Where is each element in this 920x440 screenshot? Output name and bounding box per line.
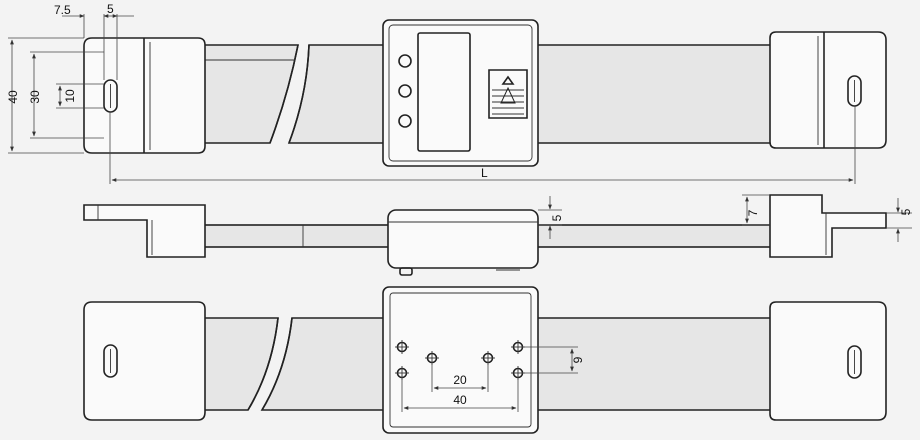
- display-head: [382, 19, 539, 167]
- left-end-cap-side: [83, 204, 206, 258]
- break-line-left: [269, 44, 299, 144]
- dimension-label-5-head: 5: [550, 214, 564, 221]
- button-icon: [398, 84, 412, 98]
- bottom-view: 9 20 40: [83, 286, 887, 434]
- battery-cover: [488, 69, 528, 119]
- button-icon: [398, 114, 412, 128]
- left-end-cap-bottom: [83, 301, 206, 421]
- dimension-label-5: 5: [107, 2, 114, 16]
- side-view: 5 7 5: [83, 194, 913, 276]
- display-head-side: [387, 209, 539, 276]
- lcd-display: [417, 32, 471, 152]
- dimension-label-40: 40: [6, 90, 20, 104]
- mounting-slot: [847, 345, 862, 379]
- dimension-label-length: L: [481, 166, 488, 180]
- dimension-label-10: 10: [63, 89, 77, 103]
- dimension-label-9: 9: [571, 356, 585, 363]
- mounting-slot: [847, 75, 862, 107]
- button-icon: [398, 54, 412, 68]
- mounting-slot: [103, 79, 118, 113]
- scale-bar-bottom-left: [199, 317, 279, 411]
- break-line-left: [247, 317, 279, 411]
- dimension-label-7-5: 7.5: [54, 3, 71, 17]
- warning-triangle-icon: [500, 86, 516, 104]
- right-end-cap-side: [769, 194, 887, 258]
- break-line-right: [288, 44, 310, 144]
- dimension-label-7: 7: [746, 209, 760, 216]
- break-line-right: [261, 317, 293, 411]
- left-end-cap: [83, 37, 206, 154]
- dimension-label-5-right: 5: [899, 208, 913, 215]
- right-end-cap-bottom: [769, 301, 887, 421]
- top-view: 40 30 10 7.5 5 L: [6, 2, 887, 184]
- dimension-label-20: 20: [453, 373, 467, 387]
- right-end-cap: [769, 31, 887, 149]
- display-head-bottom: [382, 286, 539, 434]
- mounting-slot: [103, 344, 118, 378]
- dimension-label-40-holes: 40: [453, 393, 467, 407]
- dimension-label-30: 30: [28, 90, 42, 104]
